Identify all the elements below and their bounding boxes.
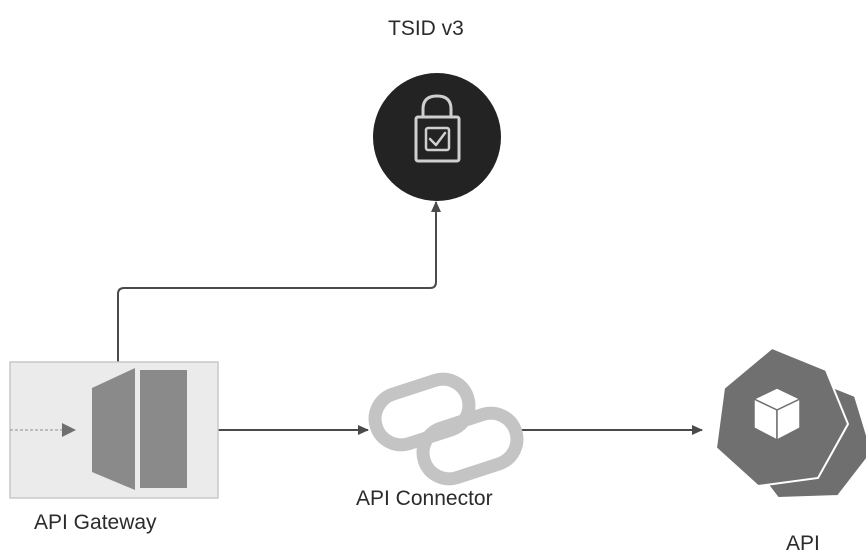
lock-check-icon	[414, 94, 461, 163]
cube-heptagon-icon	[753, 387, 801, 441]
api-gateway-label: API Gateway	[34, 511, 157, 534]
tsid-label: TSID v3	[388, 17, 464, 40]
edge-gateway-to-tsid	[117, 201, 441, 362]
api-connector-label: API Connector	[356, 487, 493, 510]
api-label: API	[786, 532, 820, 555]
connector-node	[368, 372, 524, 486]
tsid-node	[373, 73, 501, 201]
api-gateway-icon	[10, 368, 187, 490]
link-chain-icon	[368, 372, 524, 486]
api-node	[714, 346, 866, 500]
gateway-node	[9, 361, 219, 499]
